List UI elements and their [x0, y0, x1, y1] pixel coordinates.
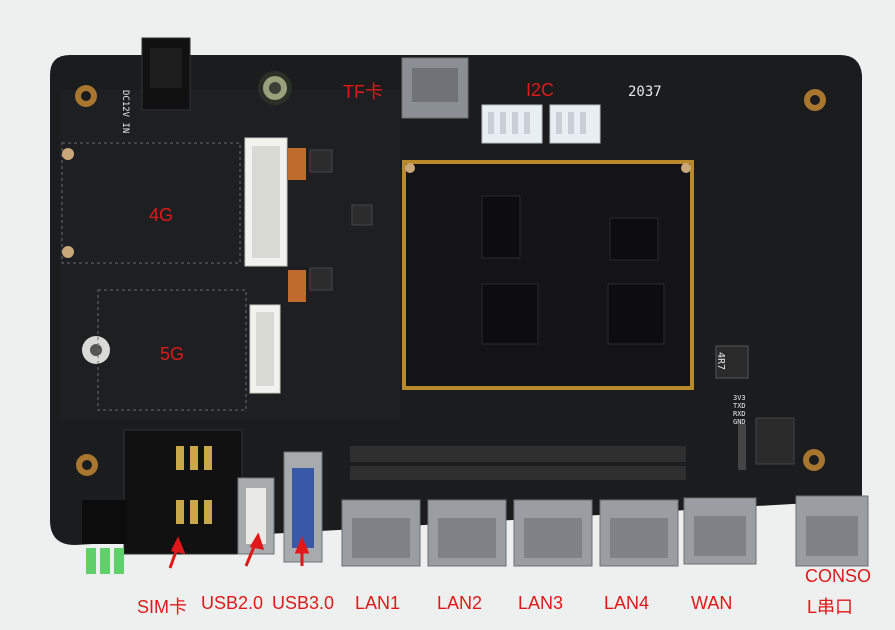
board-code: 2037	[628, 84, 662, 100]
led-row	[350, 446, 686, 480]
label-sim: SIM卡	[137, 597, 188, 617]
uart-rxd-label: RXD	[733, 410, 746, 418]
inductor-marking: 4R7	[715, 352, 726, 371]
label-tf-card: TF卡	[343, 82, 383, 102]
label-lan1: LAN1	[355, 593, 401, 613]
label-lan3: LAN3	[518, 593, 564, 613]
label-usb2: USB2.0	[201, 593, 264, 613]
label-4g: 4G	[149, 205, 174, 225]
mounting-holes	[75, 85, 826, 476]
uart-3v3-label: 3V3	[733, 394, 746, 402]
label-lan4: LAN4	[604, 593, 650, 613]
label-lan2: LAN2	[437, 593, 483, 613]
i2c-connector-2	[549, 104, 601, 144]
uart-txd-label: TXD	[733, 402, 746, 410]
uart-gnd-label: GND	[733, 418, 746, 426]
label-5g: 5G	[160, 344, 185, 364]
power-silkscreen: DC12V IN	[120, 90, 130, 134]
label-console-line2: L串口	[807, 597, 854, 617]
uart-pin-labels: 3V3 TXD RXD GND	[733, 394, 746, 426]
label-i2c: I2C	[526, 80, 555, 100]
core-module	[402, 160, 694, 390]
rj45-ports	[341, 495, 869, 567]
label-console-line1: CONSO	[805, 566, 872, 586]
label-wan: WAN	[691, 593, 733, 613]
label-usb3: USB3.0	[272, 593, 335, 613]
arrows	[168, 532, 310, 569]
